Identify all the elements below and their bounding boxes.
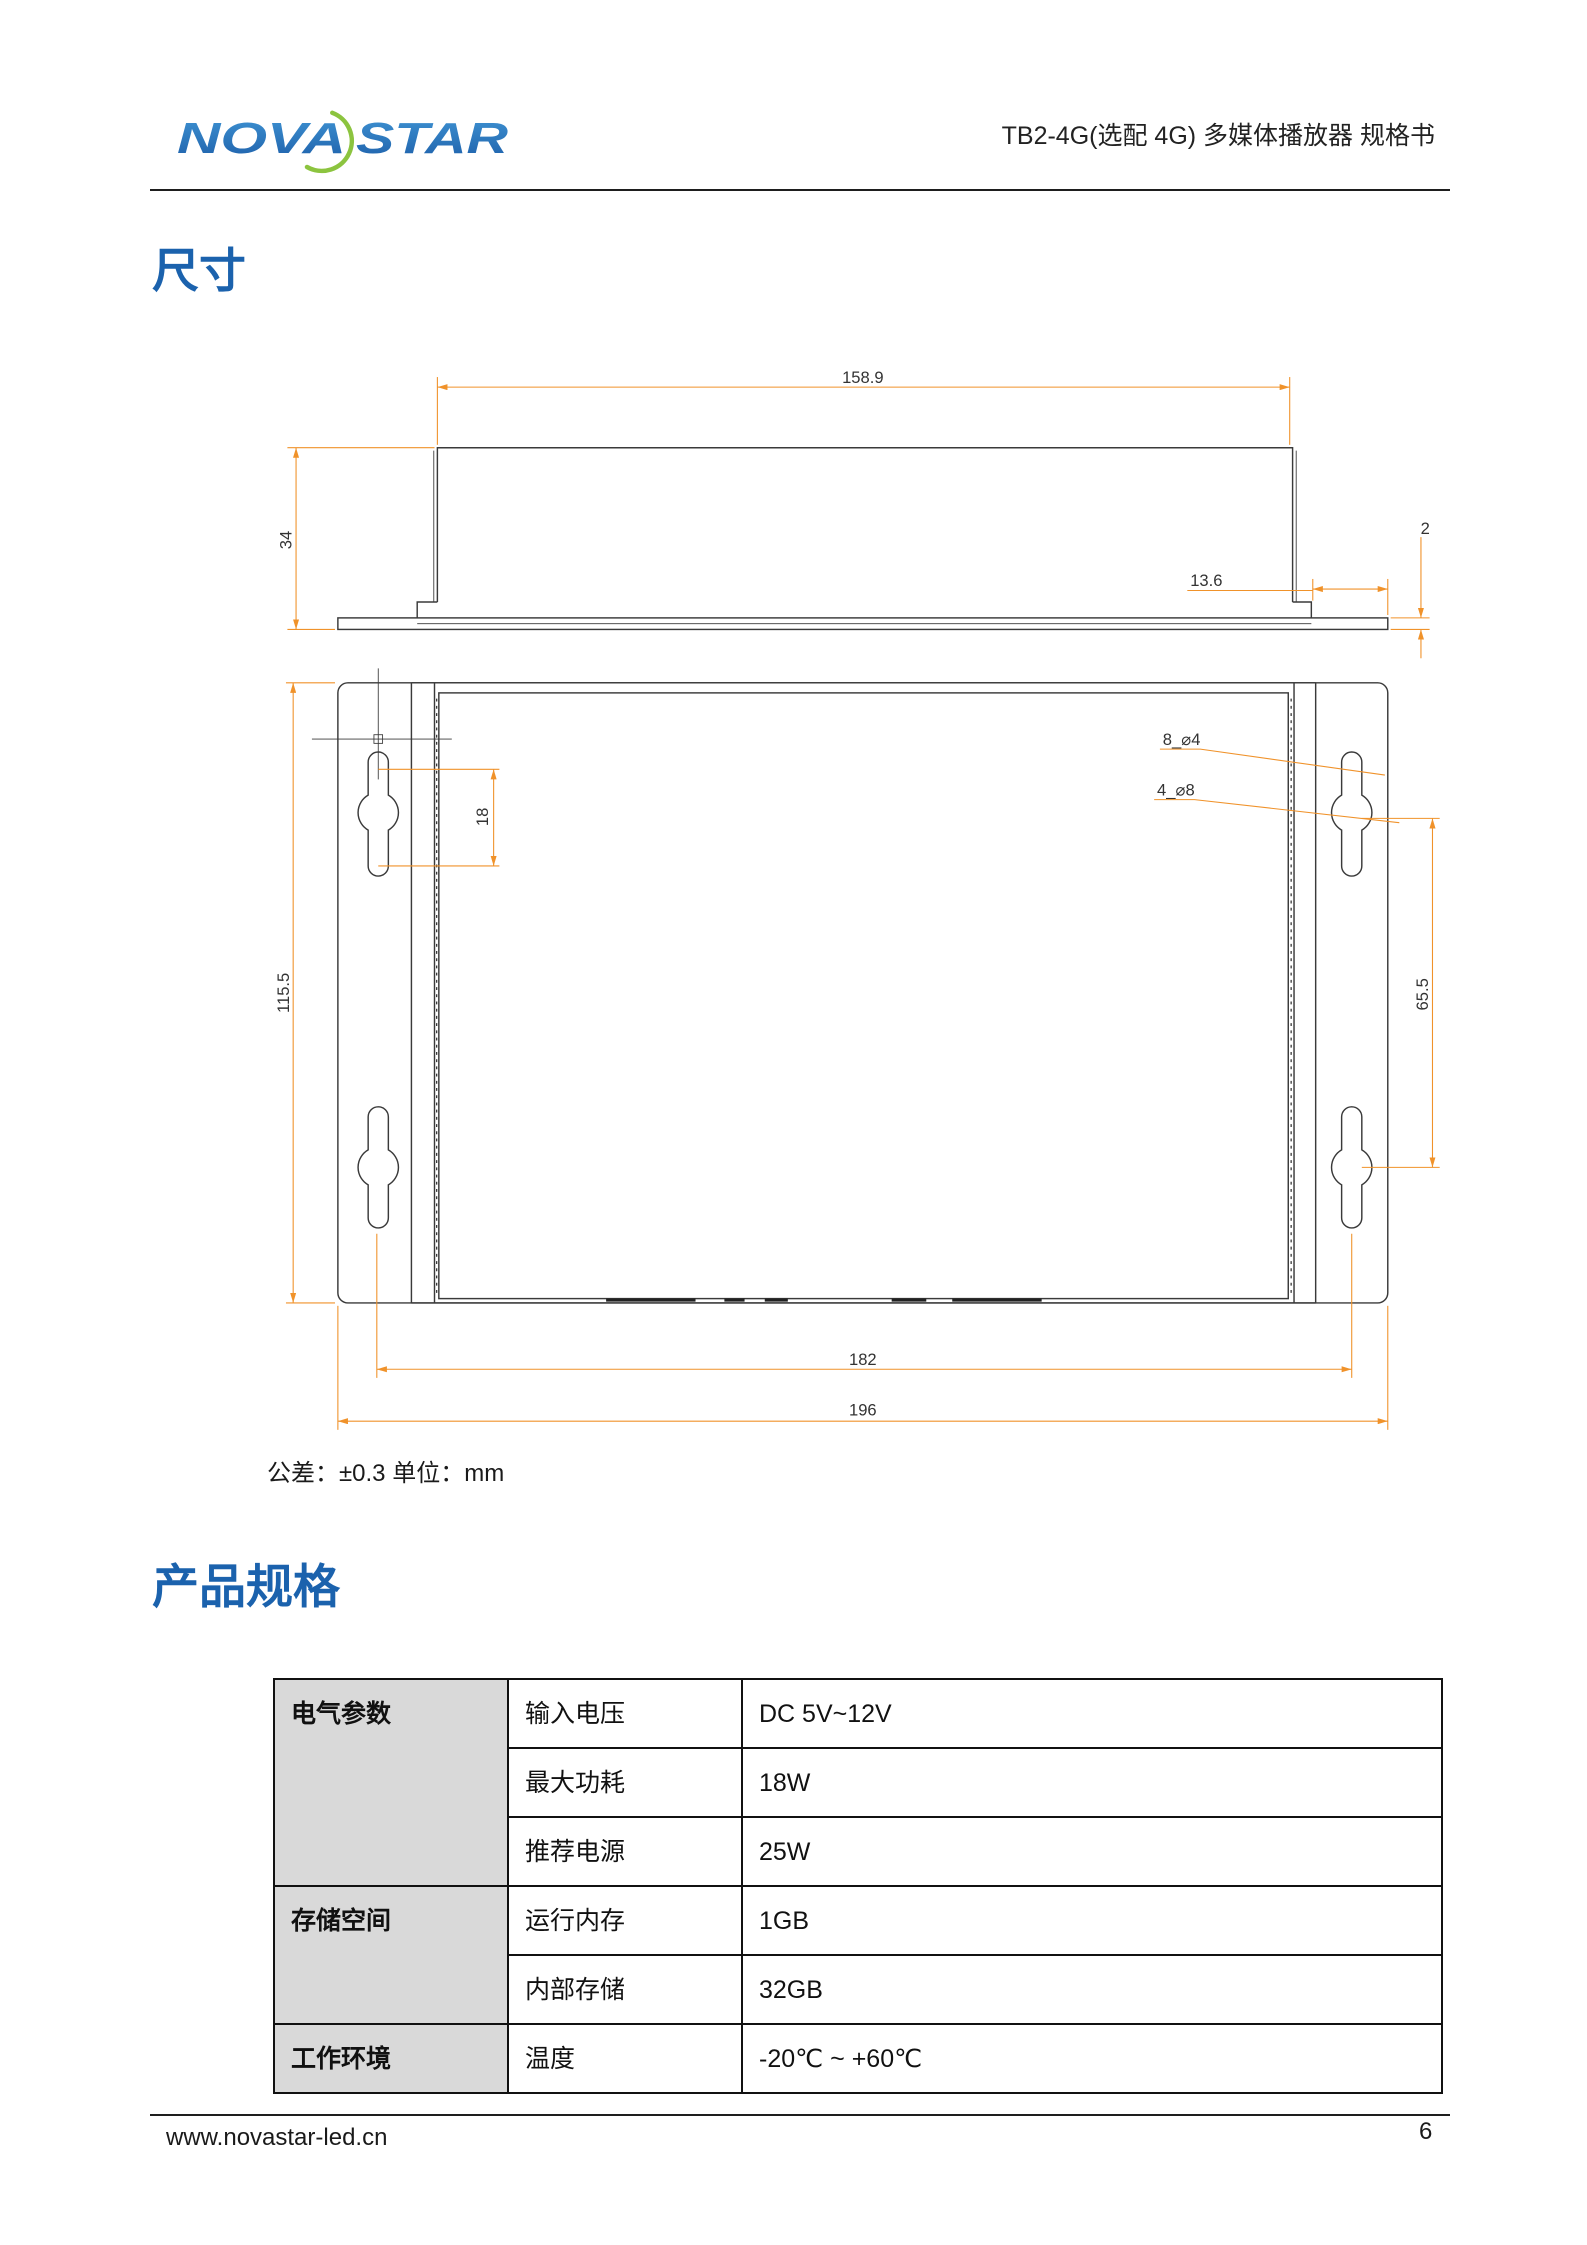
- center-crosshair: [311, 668, 452, 780]
- top-view-housing-edges: [411, 682, 1316, 1304]
- dimension-overall-width: 196: [337, 1305, 1389, 1430]
- dimension-label-length: 158.9: [842, 368, 884, 387]
- keyhole-slot-bottom-right: [1330, 1106, 1373, 1229]
- dimension-hole-spacing-horizontal: 182: [376, 1233, 1353, 1378]
- dimension-slot-length: 18: [378, 768, 500, 867]
- side-view-foot-left: [416, 601, 438, 618]
- table-row: 存储空间 运行内存 1GB: [273, 1885, 1443, 2025]
- callout-label-large-holes: 4_⌀8: [1157, 780, 1195, 799]
- keyhole-slot-top-right: [1330, 751, 1373, 877]
- dimension-depth: 115.5: [274, 682, 335, 1304]
- dimension-label-plate-thickness: 2: [1421, 519, 1430, 538]
- logo-text-star: STAR: [356, 114, 508, 163]
- spec-name-cell: 输入电压: [507, 1678, 743, 1749]
- spec-table: 电气参数 输入电压 DC 5V~12V 最大功耗 18W 推荐电源 25W 存储…: [273, 1678, 1443, 2094]
- footer-divider: [150, 2114, 1450, 2116]
- spec-category-cell: 工作环境: [273, 2023, 509, 2094]
- spec-value-cell: -20℃ ~ +60℃: [741, 2023, 1443, 2094]
- side-view-foot-right: [1292, 601, 1313, 618]
- spec-value-cell: DC 5V~12V: [741, 1678, 1443, 1749]
- top-view: [311, 668, 1389, 1304]
- header-divider: [150, 189, 1450, 191]
- spec-category-cell: 电气参数: [273, 1678, 509, 1887]
- callout-leader-line: [1159, 748, 1385, 776]
- document-title: TB2-4G(选配 4G) 多媒体播放器 规格书: [1001, 122, 1435, 150]
- top-view-housing-rails: [410, 682, 1317, 1303]
- table-row: 推荐电源 25W: [274, 1816, 1443, 1887]
- keyhole-slot-bottom-left: [357, 1106, 400, 1229]
- dimension-label-depth: 115.5: [274, 973, 293, 1013]
- logo-swoosh: [304, 110, 355, 174]
- spec-name-cell: 运行内存: [507, 1885, 743, 1956]
- callout-label-small-holes: 8_⌀4: [1163, 730, 1201, 749]
- side-view: [337, 446, 1389, 631]
- dimension-label-hole-spacing-horizontal: 182: [849, 1350, 877, 1369]
- spec-value-cell: 1GB: [741, 1885, 1443, 1956]
- page-number: 6: [1419, 2118, 1433, 2145]
- callout-large-holes: 4_⌀8: [1154, 780, 1400, 824]
- dimension-label-hole-spacing-vertical: 65.5: [1413, 978, 1432, 1010]
- table-row: 电气参数 输入电压 DC 5V~12V: [273, 1678, 1443, 1887]
- spec-name-cell: 温度: [507, 2023, 743, 2094]
- section-title-dimensions: 尺寸: [152, 244, 246, 297]
- dimension-plate-thickness: 2: [1390, 519, 1430, 659]
- dimension-length: 158.9: [436, 368, 1291, 445]
- spec-value-cell: 18W: [741, 1747, 1443, 1818]
- dimension-label-slot-length: 18: [473, 808, 492, 826]
- callout-leader-line: [1154, 799, 1400, 824]
- side-view-mounting-plate: [337, 617, 1389, 631]
- table-row: 最大功耗 18W: [274, 1747, 1443, 1818]
- side-view-housing-edge: [433, 450, 1297, 603]
- spec-category-cell: 存储空间: [273, 1885, 509, 2025]
- top-view-mounting-plate: [337, 682, 1389, 1304]
- callout-small-holes: 8_⌀4: [1159, 730, 1385, 776]
- dimension-label-plate-overhang: 13.6: [1190, 571, 1222, 590]
- spec-name-cell: 最大功耗: [507, 1747, 743, 1818]
- side-view-housing-outline: [436, 446, 1294, 603]
- spec-value-cell: 32GB: [741, 1954, 1443, 2025]
- section-title-specs: 产品规格: [152, 1560, 340, 1613]
- dimension-label-overall-width: 196: [849, 1400, 877, 1419]
- novastar-logo: NOVA STAR: [177, 110, 508, 174]
- footer-website: www.novastar-led.cn: [166, 2124, 388, 2151]
- dimension-height: 34: [277, 447, 435, 630]
- top-view-rail-ticks: [436, 698, 1292, 1293]
- crosshair-center-mark: [373, 734, 384, 744]
- logo-text-nova: NOVA: [177, 114, 346, 163]
- dimension-label-height: 34: [277, 531, 296, 549]
- dimension-hole-spacing-vertical: 65.5: [1361, 817, 1440, 1168]
- dimension-drawing: 158.9 34 13.6 2: [274, 368, 1440, 1430]
- tolerance-note: 公差：±0.3 单位：mm: [267, 1460, 505, 1487]
- spec-name-cell: 内部存储: [507, 1954, 743, 2025]
- spec-name-cell: 推荐电源: [507, 1816, 743, 1887]
- spec-value-cell: 25W: [741, 1816, 1443, 1887]
- table-row: 工作环境 温度 -20℃ ~ +60℃: [273, 2023, 1443, 2094]
- dimension-plate-overhang: 13.6: [1187, 571, 1389, 616]
- table-row: 内部存储 32GB: [274, 1954, 1443, 2025]
- top-view-housing-face: [438, 692, 1289, 1300]
